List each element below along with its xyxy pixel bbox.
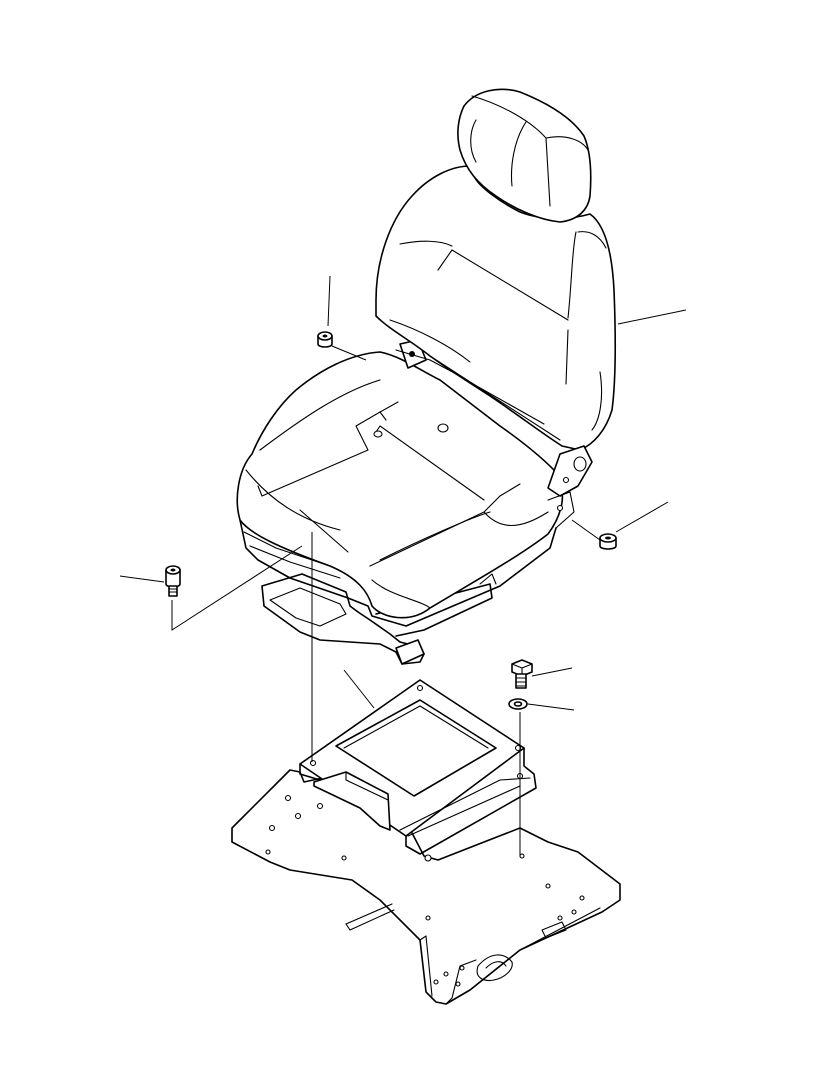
leader-bracket xyxy=(343,669,375,709)
leader-collar-left xyxy=(327,275,331,327)
hex-bolt xyxy=(511,659,533,689)
seat-mounting-bracket xyxy=(299,679,537,862)
washer xyxy=(508,698,528,710)
spacer-collar-left xyxy=(317,331,333,348)
spacer-collar-right xyxy=(599,533,617,550)
leader-collar-right xyxy=(615,501,669,533)
leader-seat xyxy=(617,309,687,325)
leader-hex-bolt xyxy=(531,667,573,677)
leader-washer xyxy=(527,703,575,711)
seat-assembly xyxy=(236,88,617,665)
leader-cap-screw xyxy=(119,575,165,583)
leader-screw-to-seat xyxy=(171,545,303,631)
leader-lines xyxy=(119,275,687,856)
cap-screw xyxy=(165,565,181,597)
